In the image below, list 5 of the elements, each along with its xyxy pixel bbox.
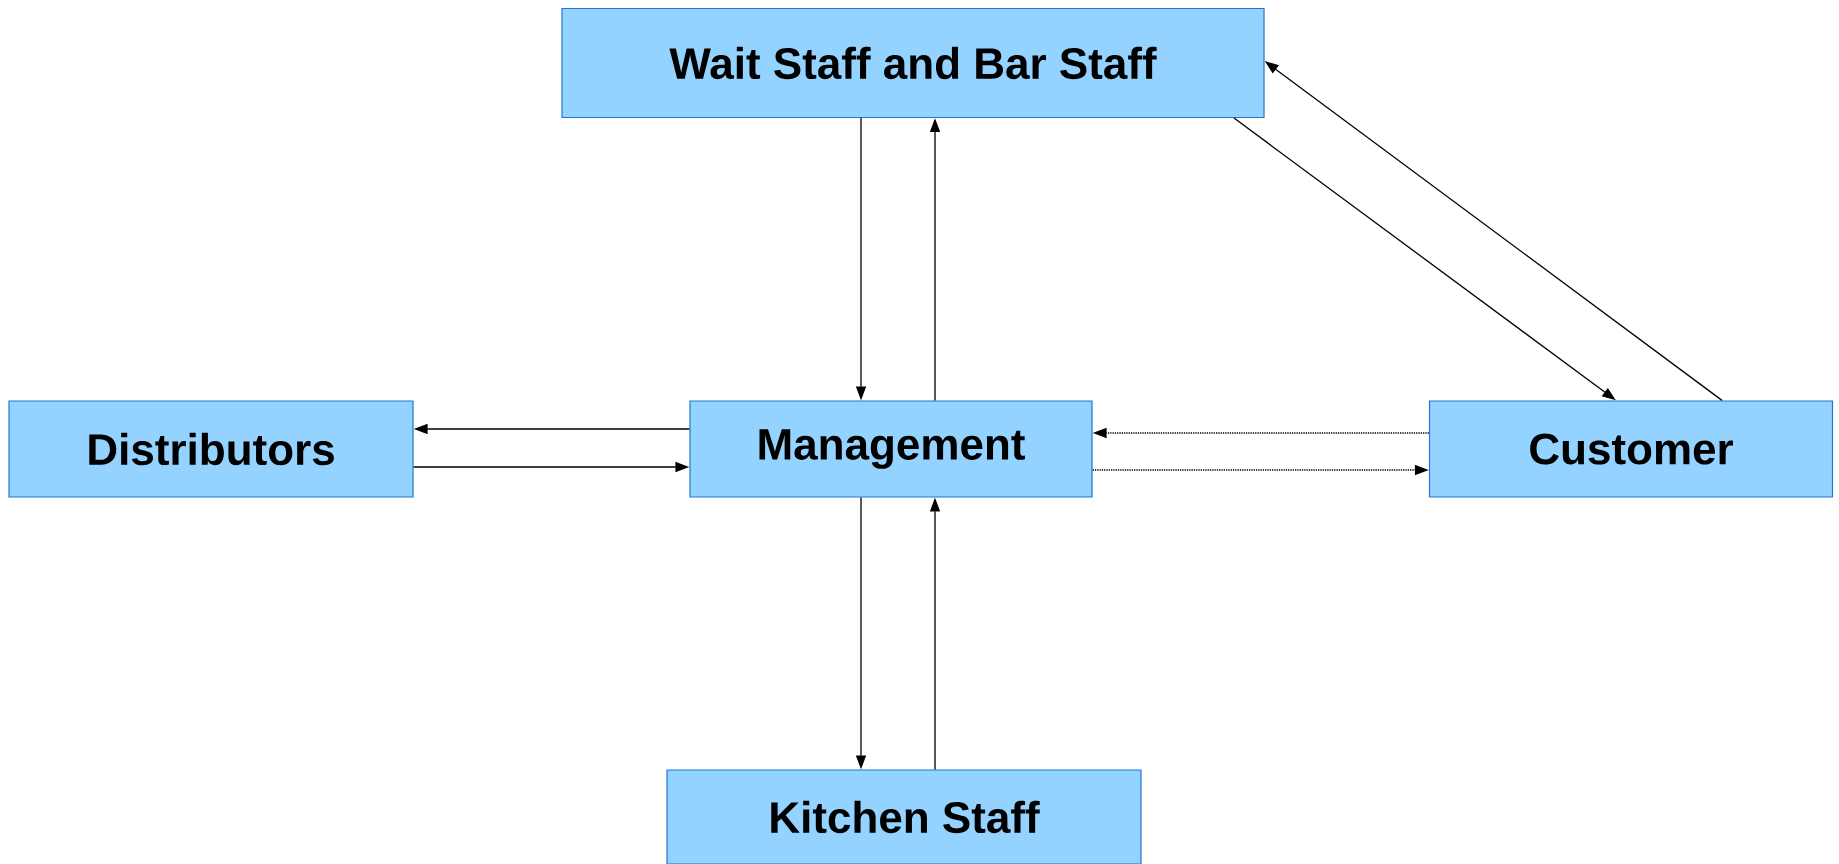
process-box: Kitchen Staff [666, 769, 1142, 864]
process-box: Management [689, 400, 1093, 498]
process-box: Wait Staff and Bar Staff [561, 7, 1265, 119]
process-box: Distributors [8, 400, 414, 498]
process-box: Customer [1428, 400, 1834, 498]
